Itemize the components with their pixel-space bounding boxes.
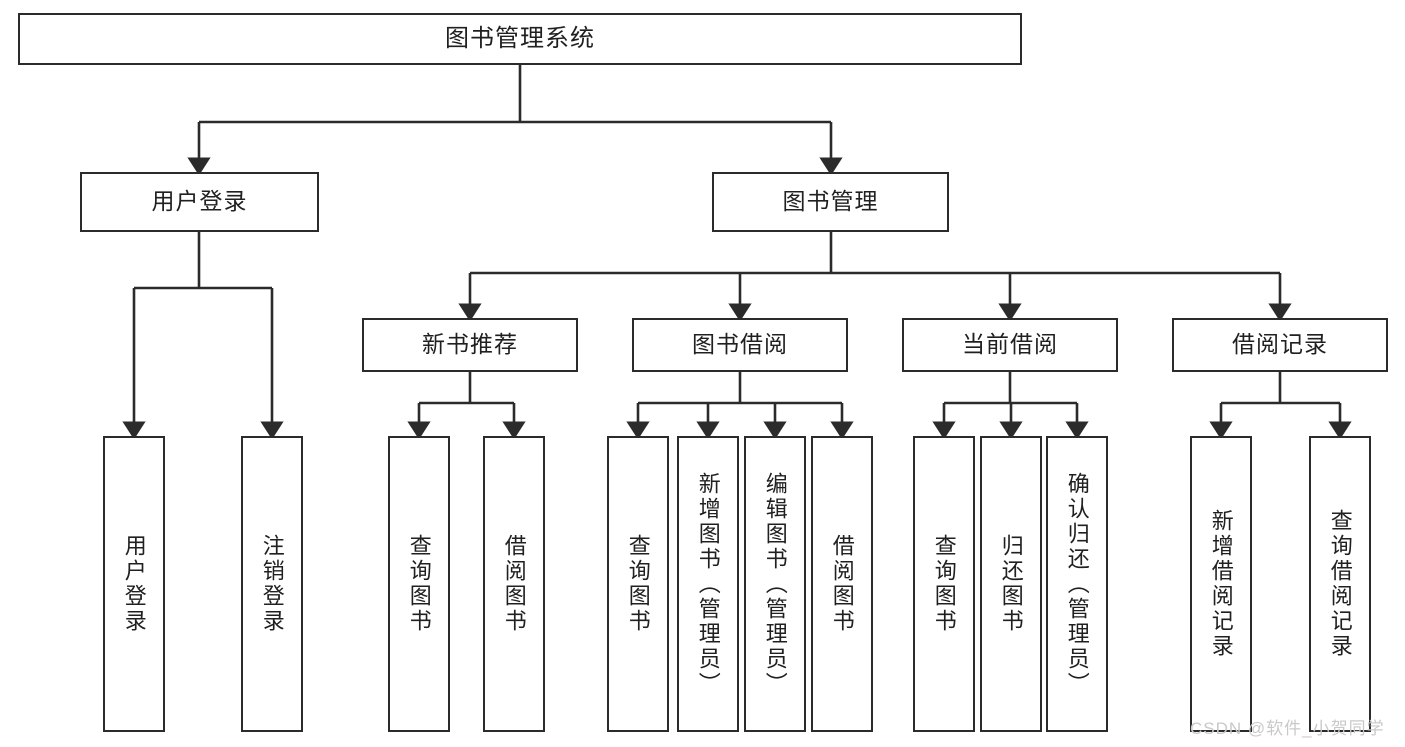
node-leaf-borrow-book-1[interactable]: 借阅图书: [483, 436, 545, 732]
node-leaf-query-record-label: 查询借阅记录: [1327, 509, 1353, 659]
node-book-management[interactable]: 图书管理: [712, 172, 949, 232]
node-book-borrow-label: 图书借阅: [692, 331, 788, 358]
node-leaf-return-book-label: 归还图书: [998, 534, 1024, 634]
node-borrow-record-label: 借阅记录: [1232, 331, 1328, 358]
node-leaf-logout[interactable]: 注销登录: [241, 436, 303, 732]
node-leaf-add-record-label: 新增借阅记录: [1208, 509, 1234, 659]
node-leaf-query-book-2[interactable]: 查询图书: [607, 436, 669, 732]
node-leaf-query-book-3[interactable]: 查询图书: [913, 436, 975, 732]
node-user-login[interactable]: 用户登录: [80, 172, 319, 232]
watermark-text: CSDN @软件_小贺同学: [1190, 719, 1385, 738]
node-leaf-query-book-3-label: 查询图书: [931, 534, 957, 634]
node-leaf-return-book[interactable]: 归还图书: [980, 436, 1042, 732]
node-current-borrow-label: 当前借阅: [962, 331, 1058, 358]
node-leaf-confirm-return[interactable]: 确认归还（管理员）: [1046, 436, 1108, 732]
node-leaf-borrow-book-1-label: 借阅图书: [501, 534, 527, 634]
node-leaf-add-book-label: 新增图书（管理员）: [695, 471, 721, 697]
node-book-borrow[interactable]: 图书借阅: [632, 318, 848, 372]
node-leaf-query-record[interactable]: 查询借阅记录: [1309, 436, 1371, 732]
node-leaf-borrow-book-2-label: 借阅图书: [829, 534, 855, 634]
node-new-book-recommend-label: 新书推荐: [422, 331, 518, 358]
node-root-system[interactable]: 图书管理系统: [18, 13, 1022, 65]
node-leaf-query-book-1[interactable]: 查询图书: [388, 436, 450, 732]
node-leaf-borrow-book-2[interactable]: 借阅图书: [811, 436, 873, 732]
node-borrow-record[interactable]: 借阅记录: [1172, 318, 1388, 372]
node-leaf-query-book-2-label: 查询图书: [625, 534, 651, 634]
node-leaf-user-login-label: 用户登录: [121, 534, 147, 634]
node-leaf-logout-label: 注销登录: [259, 534, 285, 634]
node-leaf-add-record[interactable]: 新增借阅记录: [1190, 436, 1252, 732]
node-leaf-query-book-1-label: 查询图书: [406, 534, 432, 634]
node-leaf-user-login[interactable]: 用户登录: [103, 436, 165, 732]
node-leaf-edit-book[interactable]: 编辑图书（管理员）: [744, 436, 806, 732]
node-leaf-add-book[interactable]: 新增图书（管理员）: [677, 436, 739, 732]
node-user-login-label: 用户登录: [151, 188, 248, 215]
node-leaf-edit-book-label: 编辑图书（管理员）: [762, 471, 788, 697]
node-leaf-confirm-return-label: 确认归还（管理员）: [1064, 471, 1090, 697]
node-book-management-label: 图书管理: [782, 188, 879, 215]
node-current-borrow[interactable]: 当前借阅: [902, 318, 1118, 372]
node-new-book-recommend[interactable]: 新书推荐: [362, 318, 578, 372]
node-root-system-label: 图书管理系统: [445, 24, 595, 52]
